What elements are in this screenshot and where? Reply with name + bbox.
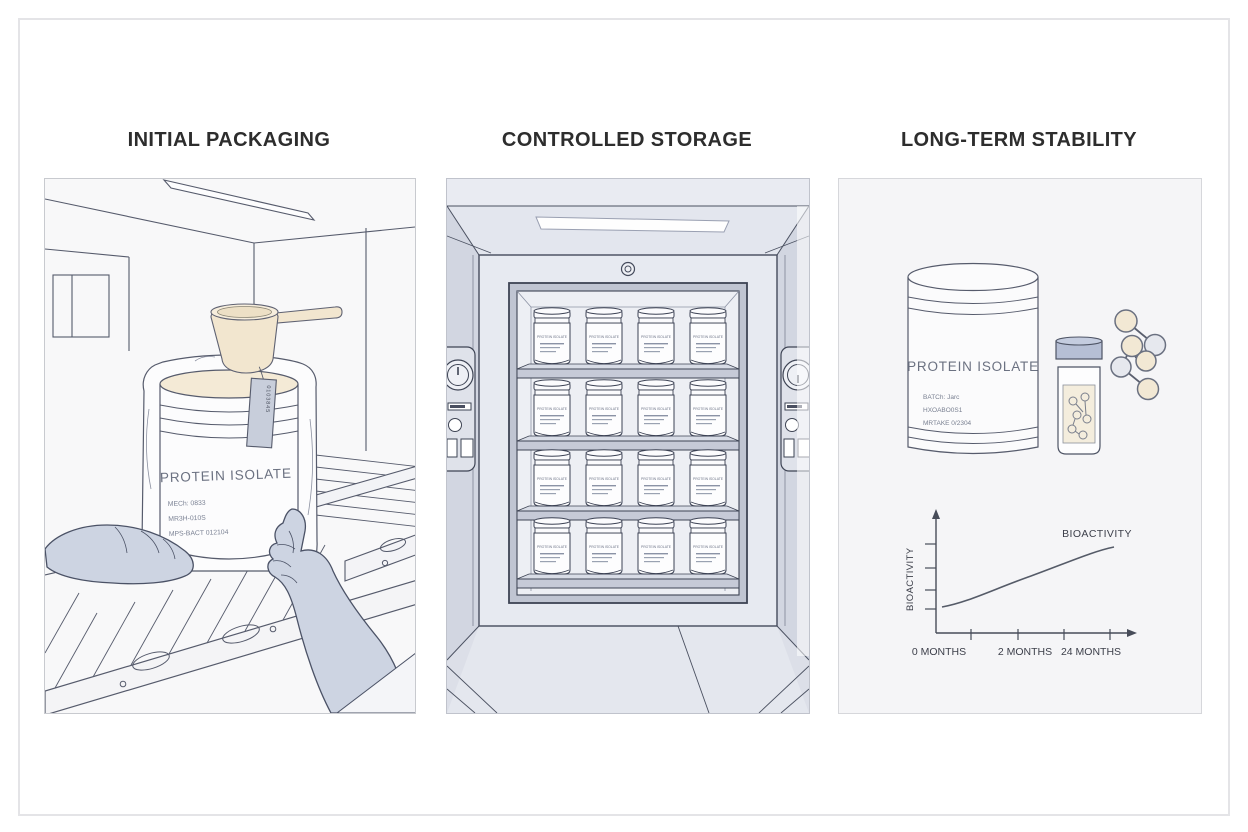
storage-jar	[689, 449, 727, 507]
storage-jar	[585, 517, 623, 575]
panel-long-term-stability: PROTEIN ISOLATE BATCh: Jarc HXOABO0S1 MR…	[838, 178, 1202, 714]
panel-initial-packaging: PROTEIN ISOLATE MECh: 0833 MR3H-010S MPS…	[44, 178, 416, 714]
left-control-panel	[447, 346, 476, 472]
container-label-line-2: MR3H-010S	[168, 515, 206, 523]
storage-jar	[689, 307, 727, 365]
x-tick-label-2: 24 MONTHS	[1061, 646, 1121, 658]
panel-title-controlled-storage: CONTROLLED STORAGE	[501, 129, 753, 151]
chart-axes	[935, 517, 1129, 634]
shelves	[516, 363, 740, 589]
shelf-board	[516, 440, 740, 451]
ceiling-light-strip	[162, 179, 316, 221]
container-label-line-3: MPS-BACT 012104	[169, 529, 229, 538]
temperature-gauge-icon	[447, 359, 474, 391]
molecule-diagram	[1110, 309, 1167, 401]
storage-jar	[689, 517, 727, 575]
control-knob	[785, 418, 799, 432]
canister-label-line-2: HXOABO0S1	[923, 407, 963, 414]
wall-window	[52, 274, 110, 338]
storage-jar	[533, 379, 571, 437]
storage-jar	[585, 307, 623, 365]
storage-jar	[533, 449, 571, 507]
floor	[447, 626, 809, 713]
x-axis-arrow	[1127, 629, 1137, 637]
storage-jar	[637, 307, 675, 365]
curve-annotation: BIOACTIVITY	[1062, 528, 1132, 540]
storage-jar	[637, 517, 675, 575]
right-glove-hand	[267, 508, 415, 713]
canister-label-line-1: BATCh: Jarc	[923, 394, 960, 401]
shelf-board	[516, 578, 740, 589]
room-lines	[447, 205, 809, 713]
canister-label-title: PROTEIN ISOLATE	[907, 359, 1039, 374]
batch-tag-text: 0103845	[264, 385, 271, 413]
storage-jar	[689, 379, 727, 437]
wall-highlight	[797, 206, 809, 656]
panel-title-long-term-stability: LONG-TERM STABILITY	[900, 129, 1138, 151]
conveyor-rail-mid	[344, 534, 415, 582]
vial-molecule-sketch	[1067, 392, 1092, 440]
control-switch	[460, 438, 474, 458]
axis-ticks	[925, 543, 1111, 640]
control-switch	[447, 438, 458, 458]
x-tick-label-1: 2 MONTHS	[998, 646, 1052, 658]
light-strip	[535, 216, 730, 233]
y-axis-arrow	[932, 509, 940, 519]
storage-illustration: PROTEIN ISOLATE	[447, 179, 809, 713]
storage-jar	[637, 449, 675, 507]
ceiling-upper	[447, 179, 809, 206]
shelf-board	[516, 510, 740, 521]
storage-jar	[533, 517, 571, 575]
container-label-title: PROTEIN ISOLATE	[160, 466, 292, 486]
packaging-illustration: PROTEIN ISOLATE MECh: 0833 MR3H-010S MPS…	[45, 179, 415, 713]
bioactivity-chart: BIOACTIVITY BIOACTIVITY 0 MONTHS 2 MONTH…	[905, 509, 1137, 658]
scoop-handle	[275, 306, 343, 324]
storage-jar	[585, 449, 623, 507]
sample-vial	[1055, 336, 1103, 455]
container-label-line-1: MECh: 0833	[168, 500, 206, 508]
molecule-atoms	[1110, 309, 1167, 401]
powder-surface	[159, 369, 299, 399]
shelf-board	[516, 368, 740, 379]
stability-illustration: PROTEIN ISOLATE BATCh: Jarc HXOABO0S1 MR…	[839, 179, 1201, 713]
door-lock-icon	[620, 261, 636, 277]
batch-tag: 0103845	[246, 366, 277, 449]
sleeve-cuff	[336, 652, 415, 713]
panel-controlled-storage: PROTEIN ISOLATE	[446, 178, 810, 714]
scoop	[210, 303, 343, 374]
stability-canister: PROTEIN ISOLATE BATCh: Jarc HXOABO0S1 MR…	[907, 262, 1039, 455]
y-axis-label: BIOACTIVITY	[905, 547, 916, 611]
storage-jar	[585, 379, 623, 437]
control-knob	[448, 418, 462, 432]
panel-title-initial-packaging: INITIAL PACKAGING	[127, 129, 331, 151]
canister-label-line-3: MRTAKE 0/2304	[923, 420, 972, 427]
bioactivity-curve	[941, 546, 1115, 608]
control-switch	[783, 438, 795, 458]
cleanroom-walls	[45, 179, 415, 451]
x-tick-label-0: 0 MONTHS	[912, 646, 966, 658]
storage-jar	[533, 307, 571, 365]
left-glove-hand	[45, 524, 194, 585]
container-label: PROTEIN ISOLATE MECh: 0833 MR3H-010S MPS…	[160, 466, 292, 538]
storage-jar	[637, 379, 675, 437]
